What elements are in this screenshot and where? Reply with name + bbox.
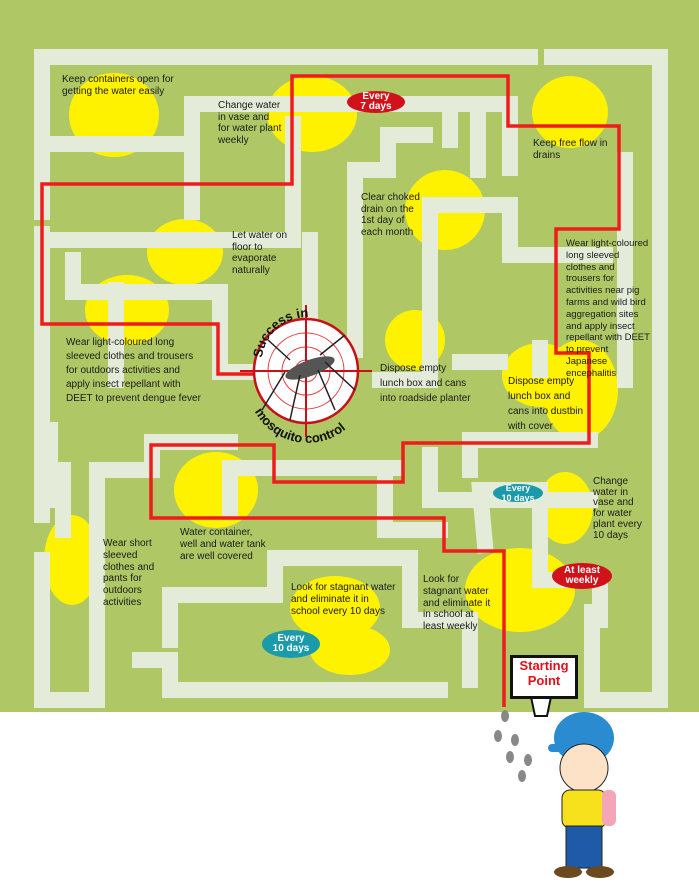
badge-at-least-weekly: At least weekly [552,563,612,589]
tip-dustbin: Dispose empty lunch box and cans into du… [508,376,584,432]
tip-vase-10: Change water in vase and for water plant… [593,476,642,541]
footprints [494,710,532,782]
tip-floor-water: Let water on floor to evaporate naturall… [232,230,288,276]
badge-every-10-days-vase: Every 10 days [493,483,543,503]
solution-path [40,74,621,707]
svg-text:Success in: Success in [250,305,309,359]
tip-planter: Dispose empty lunch box and cans into ro… [380,363,471,404]
starting-point-sign: Starting Point [510,655,578,699]
tip-vase-weekly: Change water in vase and for water plant… [218,100,282,146]
tip-containers-open: Keep containers open for getting the wat… [62,74,174,97]
badge-every-10-days-school: Every 10 days [262,630,320,658]
tip-school-10: Look for stagnant water and eliminate it… [291,582,396,617]
center-title-bottom: mosquito control [252,405,348,446]
mosquito-target [240,305,372,437]
tip-pig-farms: Wear light-coloured long sleeved clothes… [566,238,650,379]
tip-school-weekly: Look for stagnant water and eliminate it… [423,574,491,633]
tip-dengue: Wear light-coloured long sleeved clothes… [66,337,201,404]
boy-character [548,712,616,878]
tip-choked-drain: Clear choked drain on the 1st day of eac… [361,192,420,238]
svg-text:mosquito control: mosquito control [252,405,348,446]
tip-drains-flow: Keep free flow in drains [533,138,608,161]
center-title-top: Success in [250,305,309,359]
tip-short-sleeve: Wear short sleeved clothes and pants for… [103,538,155,608]
tip-water-tank: Water container, well and water tank are… [180,527,266,562]
badge-every-7-days: Every 7 days [347,91,405,113]
